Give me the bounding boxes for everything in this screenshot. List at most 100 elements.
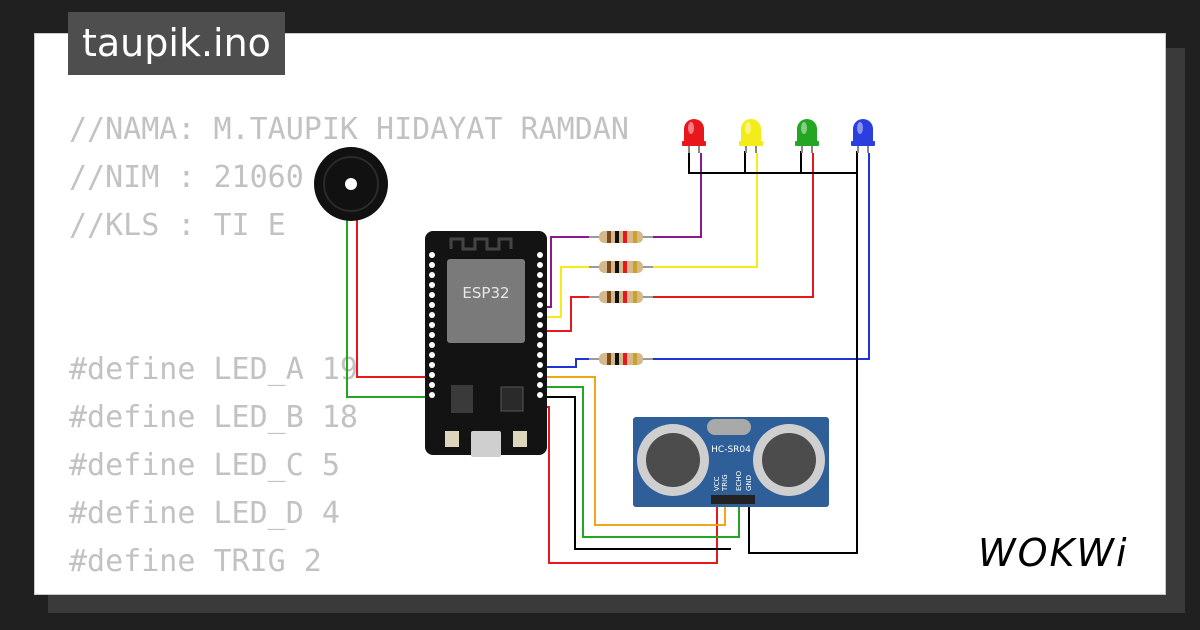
resistor-band (607, 261, 611, 273)
sensor-pin-labels: VCC TRIG ECHO GND (713, 470, 753, 492)
board-pin (537, 382, 543, 388)
pin-label-trig: TRIG (721, 474, 729, 492)
wire-sensor-echo (541, 386, 740, 538)
board-pin (537, 322, 543, 328)
board-pin (429, 252, 435, 258)
board-pin (537, 282, 543, 288)
board-pin (429, 322, 435, 328)
resistor-band (633, 261, 637, 273)
led-body (853, 119, 873, 145)
wire-sensor-trig (541, 376, 726, 526)
hc-sr04-sensor: HC-SR04 VCC TRIG ECHO GND (633, 417, 829, 507)
led-highlight (745, 122, 751, 134)
wire-led-gnd-bus (688, 151, 857, 174)
led-highlight (801, 122, 807, 134)
board-pin (537, 312, 543, 318)
pin-label-vcc: VCC (713, 476, 721, 491)
resistor-band (615, 261, 619, 273)
resistor-band (607, 231, 611, 243)
resistor-band (623, 231, 627, 243)
resistor-band (623, 261, 627, 273)
board-pin (537, 272, 543, 278)
board-pin (537, 342, 543, 348)
buzzer-hole (345, 178, 357, 190)
led-flange (739, 141, 763, 146)
wire-res-c-led (651, 153, 814, 298)
resistor-band (623, 291, 627, 303)
circuit-diagram: ESP32 HC-SR04 VCC TRIG ECHO (314, 119, 875, 564)
code-line: #define LED_D 4 (69, 496, 340, 531)
button-left (445, 431, 459, 447)
resistor-band (615, 291, 619, 303)
esp32-module (447, 259, 525, 343)
board-pin (537, 252, 543, 258)
wires (346, 151, 870, 564)
resistor-band (607, 353, 611, 365)
led-body (741, 119, 761, 145)
resistor-band (633, 291, 637, 303)
board-pin (537, 372, 543, 378)
led-flange (682, 141, 706, 146)
code-line: #define LED_A 19 (69, 352, 358, 387)
board-pins (429, 252, 543, 398)
pin-label-gnd: GND (745, 475, 753, 491)
wire-buzzer-red (356, 219, 431, 378)
board-pin (429, 262, 435, 268)
code-line: //KLS : TI E (69, 208, 286, 243)
sensor-header (711, 495, 755, 504)
board-pin (429, 332, 435, 338)
wire-led-d (541, 358, 591, 368)
board-pin (429, 352, 435, 358)
resistor-band (633, 353, 637, 365)
led-highlight (857, 122, 863, 134)
diagram-card: //NAMA: M.TAUPIK HIDAYAT RAMDAN //NIM : 2… (34, 33, 1166, 595)
code-line: #define ECHO 15 (69, 586, 629, 594)
board-pin (429, 382, 435, 388)
board-pin (537, 292, 543, 298)
wire-sensor-gnd (541, 396, 731, 550)
resistor-band (633, 231, 637, 243)
code-line: #define LED_B 18 (69, 400, 358, 435)
wire-res-a-led (651, 153, 702, 238)
esp32-label: ESP32 (462, 284, 509, 302)
board-pin (537, 362, 543, 368)
led-flange (851, 141, 875, 146)
board-pin (537, 262, 543, 268)
wire-led-c (541, 296, 591, 332)
board-pin (429, 292, 435, 298)
esp32-board: ESP32 (425, 231, 547, 457)
button-right (513, 431, 527, 447)
sensor-crystal (707, 419, 751, 435)
board-pin (537, 332, 543, 338)
transducer-left-mesh (646, 433, 700, 487)
resistor-band (623, 353, 627, 365)
wokwi-logo: WOKWi (978, 532, 1127, 572)
led-body (684, 119, 704, 145)
board-pin (429, 312, 435, 318)
board-pin (429, 272, 435, 278)
code-snippet: //NAMA: M.TAUPIK HIDAYAT RAMDAN //NIM : 2… (69, 106, 629, 594)
leds (682, 119, 875, 153)
buzzer-ring (323, 156, 379, 212)
board-pin (537, 302, 543, 308)
pin-label-echo: ECHO (735, 470, 743, 491)
wire-led-gnd-4 (748, 151, 858, 554)
resistor-band (607, 291, 611, 303)
led-highlight (688, 122, 694, 134)
code-line: #define TRIG 2 (69, 544, 322, 579)
code-line: //NAMA: M.TAUPIK HIDAYAT RAMDAN (69, 112, 629, 147)
board-pin (429, 282, 435, 288)
board-pin (429, 392, 435, 398)
wire-res-d-led (651, 153, 870, 360)
regulator (451, 385, 473, 413)
transducer-right-mesh (762, 433, 816, 487)
board-pin (537, 392, 543, 398)
code-line: //NIM : 21060 (69, 160, 304, 195)
wire-res-b-led (651, 153, 758, 268)
usb-chip (500, 386, 524, 412)
board-pin (429, 302, 435, 308)
code-line: #define LED_C 5 (69, 448, 340, 483)
buzzer (314, 147, 388, 221)
led-flange (795, 141, 819, 146)
usb-port (471, 431, 501, 457)
